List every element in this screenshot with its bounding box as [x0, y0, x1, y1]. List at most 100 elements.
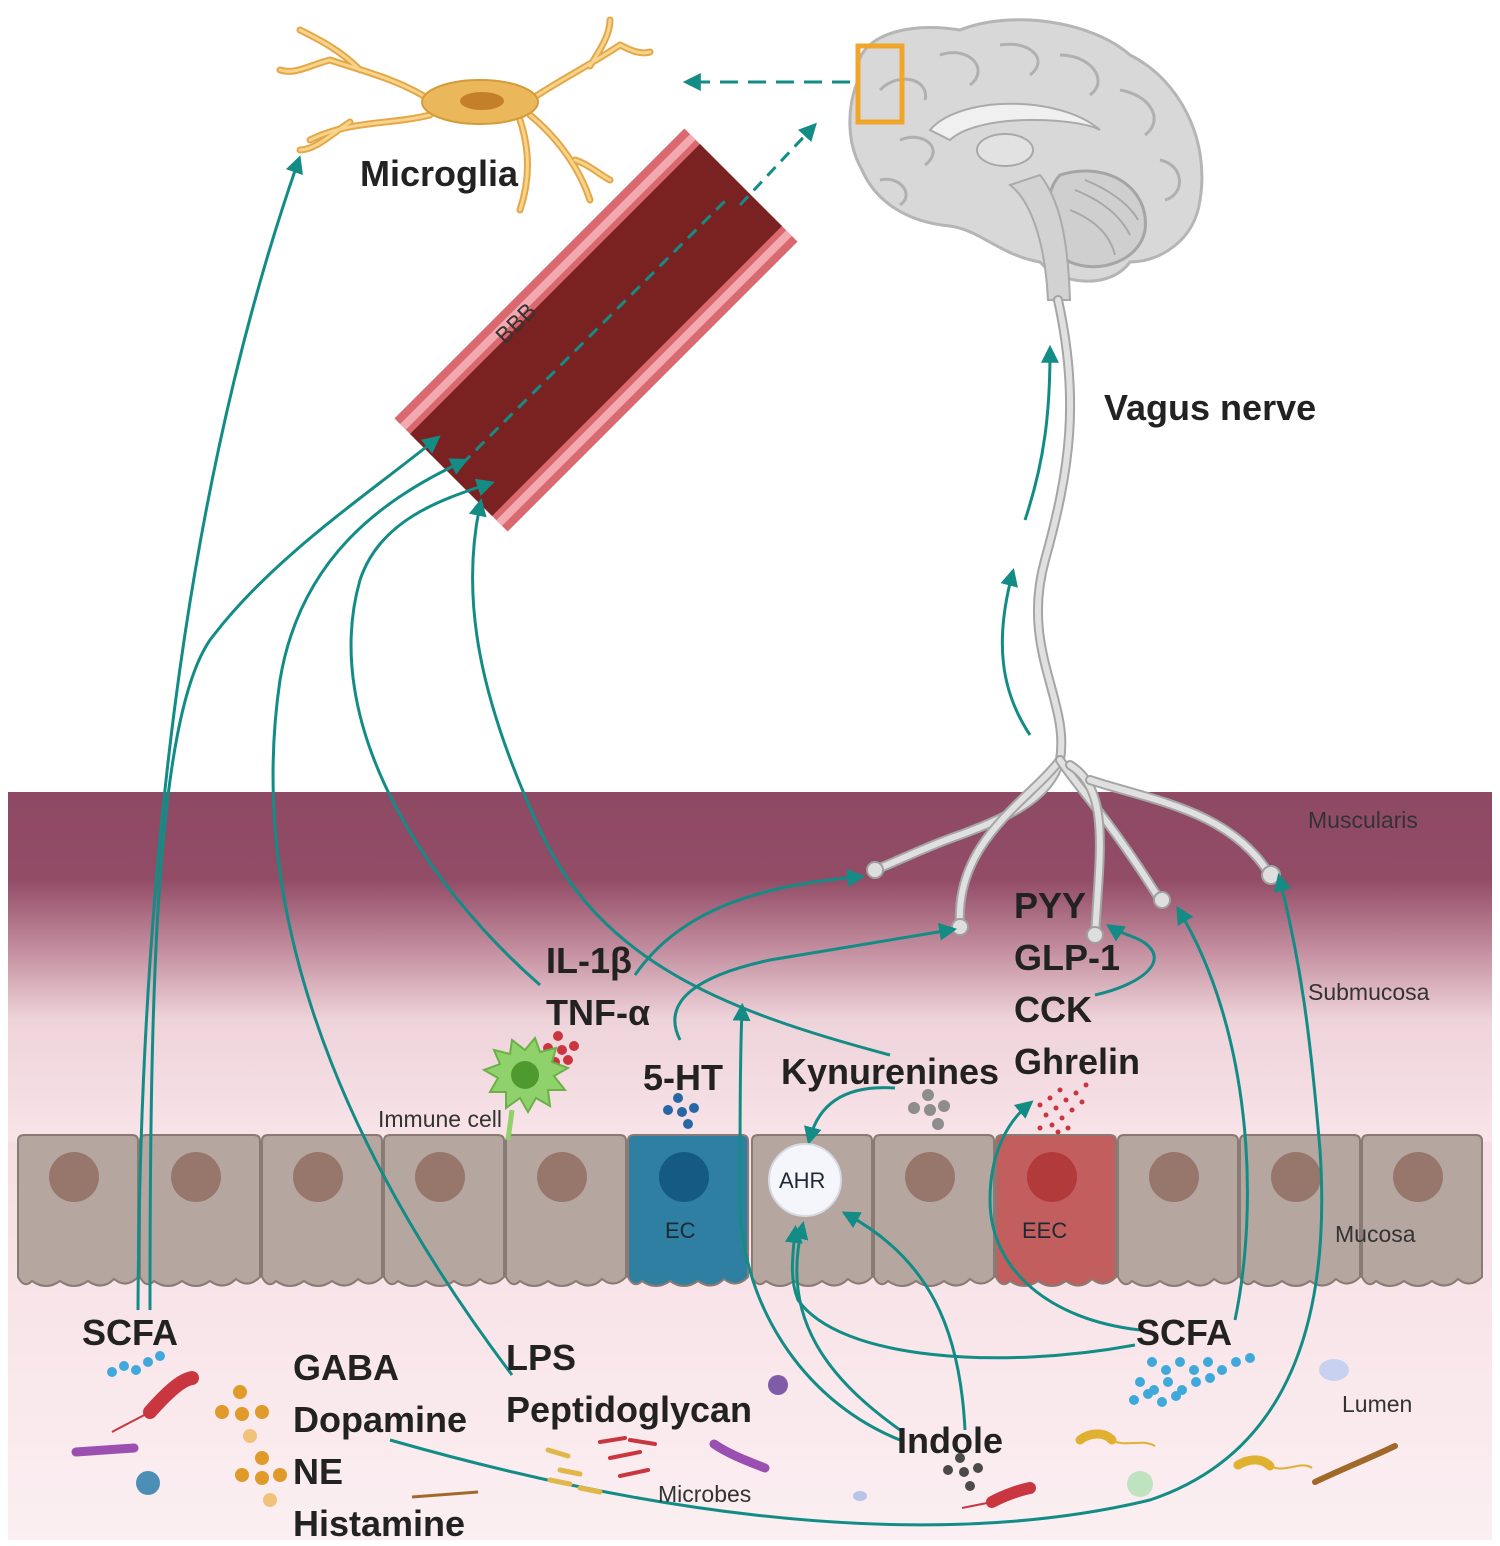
- cell-nucleus: [171, 1152, 221, 1202]
- arrow-vagus-up-2: [1023, 344, 1059, 521]
- dopamine-label: Dopamine: [293, 1399, 467, 1440]
- cell-nucleus: [1271, 1152, 1321, 1202]
- cell-nucleus: [1149, 1152, 1199, 1202]
- epithelium: [17, 1134, 1483, 1287]
- microbe-purple-coccus: [768, 1375, 788, 1395]
- cell-nucleus: [659, 1152, 709, 1202]
- scfa-particle: [1203, 1357, 1213, 1367]
- cck-label: CCK: [1014, 989, 1092, 1030]
- scfa-particle: [1161, 1365, 1171, 1375]
- arrow-lps-to-vessel: [271, 458, 514, 1376]
- arrow-5ht-to-nerve: [673, 922, 958, 1041]
- glp1-label: GLP-1: [1014, 937, 1120, 978]
- microbe-brown-rod: [1312, 1443, 1398, 1485]
- ec-label: EC: [665, 1218, 696, 1243]
- scfa-particle: [1245, 1353, 1255, 1363]
- scfa-particle: [1143, 1389, 1153, 1399]
- brainstem: [1007, 173, 1072, 301]
- lps-label: LPS: [506, 1337, 576, 1378]
- kynurenines-label: Kynurenines: [781, 1051, 999, 1092]
- indole-label: Indole: [897, 1420, 1003, 1461]
- cerebellum-folia: [1069, 179, 1139, 256]
- scfa-particle: [1175, 1357, 1185, 1367]
- indole-particles: [943, 1453, 983, 1491]
- ahr-label: AHR: [779, 1168, 825, 1193]
- microglia-cell: [276, 16, 654, 214]
- arrow-cytokines-to-vessel: [349, 478, 541, 987]
- neurotransmitter-particles: [215, 1385, 287, 1507]
- serotonin-particles: [663, 1093, 699, 1129]
- pyy-label: PYY: [1014, 885, 1086, 926]
- ec-cell: [627, 1134, 749, 1287]
- epithelial-cell: [505, 1134, 627, 1287]
- scfa-particle: [1129, 1395, 1139, 1405]
- cell-nucleus: [49, 1152, 99, 1202]
- scfa-left-label: SCFA: [82, 1312, 178, 1353]
- arrow-kynurenines-to-ahr: [804, 1086, 896, 1145]
- microbe-red-cluster: [598, 1436, 657, 1478]
- brain: [848, 18, 1204, 301]
- ahr-receptor: [768, 1143, 842, 1217]
- hormone-particles: [1037, 1082, 1089, 1135]
- microbe-blue-coccus: [136, 1471, 160, 1495]
- cell-nucleus: [415, 1152, 465, 1202]
- scfa-particle: [1163, 1377, 1173, 1387]
- scfa-particle: [1135, 1377, 1145, 1387]
- epithelial-cell: [873, 1134, 995, 1287]
- ne-label: NE: [293, 1451, 343, 1492]
- vagus-nerve-label: Vagus nerve: [1104, 387, 1316, 428]
- arrow-scfa-right-to-ahr: [784, 1224, 1136, 1360]
- arrow-hormones-to-nerve: [1094, 924, 1156, 997]
- arrow-kynurenines-to-vessel: [468, 497, 891, 1057]
- cell-nucleus: [1027, 1152, 1077, 1202]
- immune-cell: [481, 1036, 571, 1141]
- thalamus: [976, 133, 1034, 167]
- arrow-indole-up: [732, 1002, 901, 1442]
- arrow-scfa-to-vessel: [148, 435, 441, 1311]
- microbe-lavender-2: [1319, 1359, 1349, 1381]
- tnfa-label: TNF-α: [546, 992, 650, 1033]
- microbe-red-rod-2: [986, 1482, 1036, 1508]
- mucosa-label: Mucosa: [1335, 1221, 1416, 1247]
- microglia-label: Microglia: [360, 153, 519, 194]
- scfa-particle: [1171, 1391, 1181, 1401]
- histamine-label: Histamine: [293, 1503, 465, 1544]
- cell-nucleus: [293, 1152, 343, 1202]
- epithelial-cell: [1239, 1134, 1361, 1287]
- microbe-red-rod: [143, 1371, 199, 1419]
- lumen-label: Lumen: [1342, 1391, 1412, 1417]
- scfa-particle: [1205, 1373, 1215, 1383]
- arrow-vessel-to-brain: [738, 122, 817, 207]
- muscularis-submucosa-layer: [8, 792, 1492, 1142]
- arrow-neurotransmitters-to-nerve: [389, 873, 1324, 1527]
- blood-vessel-bbb: [394, 128, 798, 532]
- microbe-purple-rod-2: [709, 1439, 770, 1473]
- arrow-indole-to-ahr-2: [790, 1220, 901, 1432]
- microbes-label: Microbes: [658, 1481, 751, 1507]
- arrow-indole-to-ahr-1: [841, 1211, 967, 1431]
- scfa-right-particles: [1129, 1353, 1255, 1407]
- arrow-cytokines-to-nerve: [633, 868, 866, 976]
- molecule-particles: [107, 1031, 1255, 1507]
- epithelial-cell: [139, 1134, 261, 1287]
- scfa-particle: [1231, 1357, 1241, 1367]
- muscularis-label: Muscularis: [1308, 807, 1418, 833]
- microbe-yellow-curved: [1075, 1429, 1117, 1445]
- arrow-scfa-right-to-eec: [988, 1100, 1141, 1332]
- epithelial-cell: [261, 1134, 383, 1287]
- microbe-green-coccus: [1127, 1471, 1153, 1497]
- il1b-label: IL-1β: [546, 940, 632, 981]
- scfa-particle: [1217, 1365, 1227, 1375]
- microbe-lavender: [853, 1491, 867, 1501]
- vagus-nerve: [866, 295, 1281, 944]
- scfa-particle: [1147, 1357, 1157, 1367]
- scfa-left-particles: [107, 1351, 165, 1377]
- gaba-label: GABA: [293, 1347, 399, 1388]
- cell-nucleus: [1393, 1152, 1443, 1202]
- highlight-box: [855, 43, 905, 125]
- microbe-purple-rod: [71, 1443, 139, 1457]
- cell-nucleus: [537, 1152, 587, 1202]
- microbes: [71, 1359, 1398, 1509]
- microbe-brown-strand: [411, 1490, 479, 1499]
- kynurenine-particles: [908, 1089, 950, 1130]
